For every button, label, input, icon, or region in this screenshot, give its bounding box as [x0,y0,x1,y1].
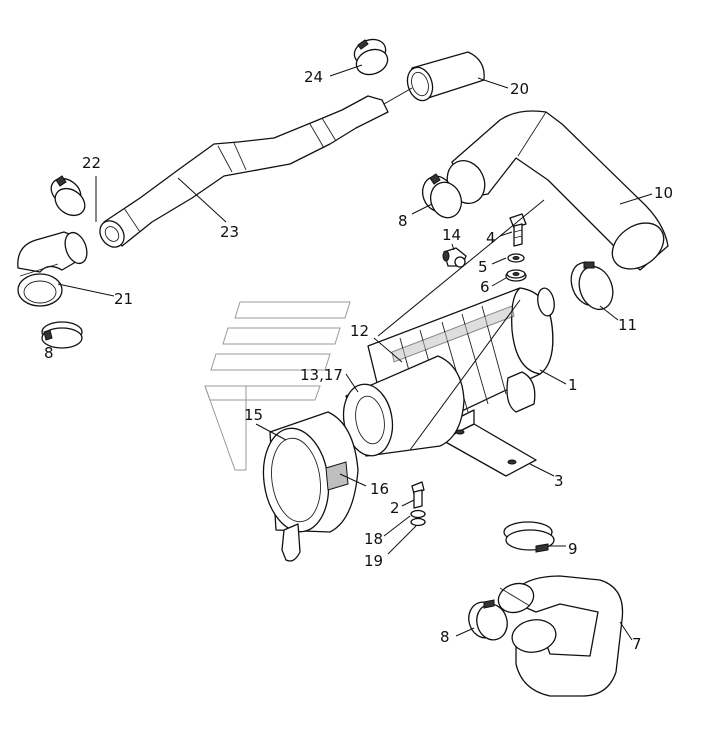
leader-guide-a [377,199,545,337]
leader-6 [491,277,507,287]
leader-24 [329,64,363,77]
sensor-14 [442,247,467,268]
leader-14 [451,243,455,251]
leader-10 [619,193,653,205]
clamp-8-upper [421,173,463,219]
leader-15 [255,423,287,441]
label-10: 10 [654,184,673,202]
leader-guide-b [409,299,521,451]
label-1: 1 [568,376,578,394]
label-6: 6 [480,278,490,296]
hose-20 [406,51,485,102]
label-24: 24 [304,68,323,86]
leader-18 [383,515,411,537]
leader-20-pipe [383,87,413,105]
clamp-24 [353,38,389,76]
washer-5 [507,253,525,263]
leader-7 [619,621,633,641]
label-20: 20 [510,80,529,98]
part-labels: 1 2 3 4 5 6 7 8 8 8 9 10 11 12 13,17 14 … [44,68,673,653]
leader-1 [539,369,567,385]
end-cap-15 [262,411,359,562]
label-15: 15 [244,406,263,424]
leader-13-17 [345,373,359,393]
bolt-4 [509,213,527,247]
clamp-22 [50,175,86,217]
watermark-logo [204,301,351,471]
leader-19 [387,525,417,555]
label-3: 3 [554,472,564,490]
clamp-8-left [41,321,83,349]
washer-19 [410,517,426,527]
label-8-lower: 8 [440,628,450,646]
leader-3 [529,463,555,477]
label-8-upper: 8 [398,212,408,230]
leader-21 [57,283,115,297]
label-4: 4 [486,229,496,247]
leader-16 [339,473,367,487]
washer-18 [410,509,426,519]
label-2: 2 [390,499,400,517]
pipe-23 [99,95,389,248]
clamp-11 [570,261,614,311]
label-11: 11 [618,316,637,334]
leader-2 [401,499,415,507]
label-9: 9 [568,540,578,558]
leader-5 [491,257,507,265]
leader-20 [477,77,509,89]
leader-8-lower [455,627,475,637]
u-hose-7 [497,575,624,697]
leader-12 [373,337,403,363]
leader-4 [499,231,513,237]
label-16: 16 [370,480,389,498]
elbow-21 [17,231,88,307]
leader-8-upper [411,203,433,215]
bolt-2 [411,481,425,509]
leader-11 [599,305,619,321]
label-23: 23 [220,223,239,241]
label-12: 12 [350,322,369,340]
label-5: 5 [478,258,488,276]
hose-10 [446,110,669,271]
label-7: 7 [632,635,642,653]
label-13-17: 13,17 [300,366,343,384]
label-14: 14 [442,226,461,244]
label-18: 18 [364,530,383,548]
filter-element-12 [342,355,465,457]
label-22: 22 [82,154,101,172]
washer-6 [505,269,527,282]
label-8-left: 8 [44,344,54,362]
clamp-9 [503,521,555,553]
leader-23 [177,177,227,223]
label-19: 19 [364,552,383,570]
label-21: 21 [114,290,133,308]
clamp-8-lower [468,599,508,641]
